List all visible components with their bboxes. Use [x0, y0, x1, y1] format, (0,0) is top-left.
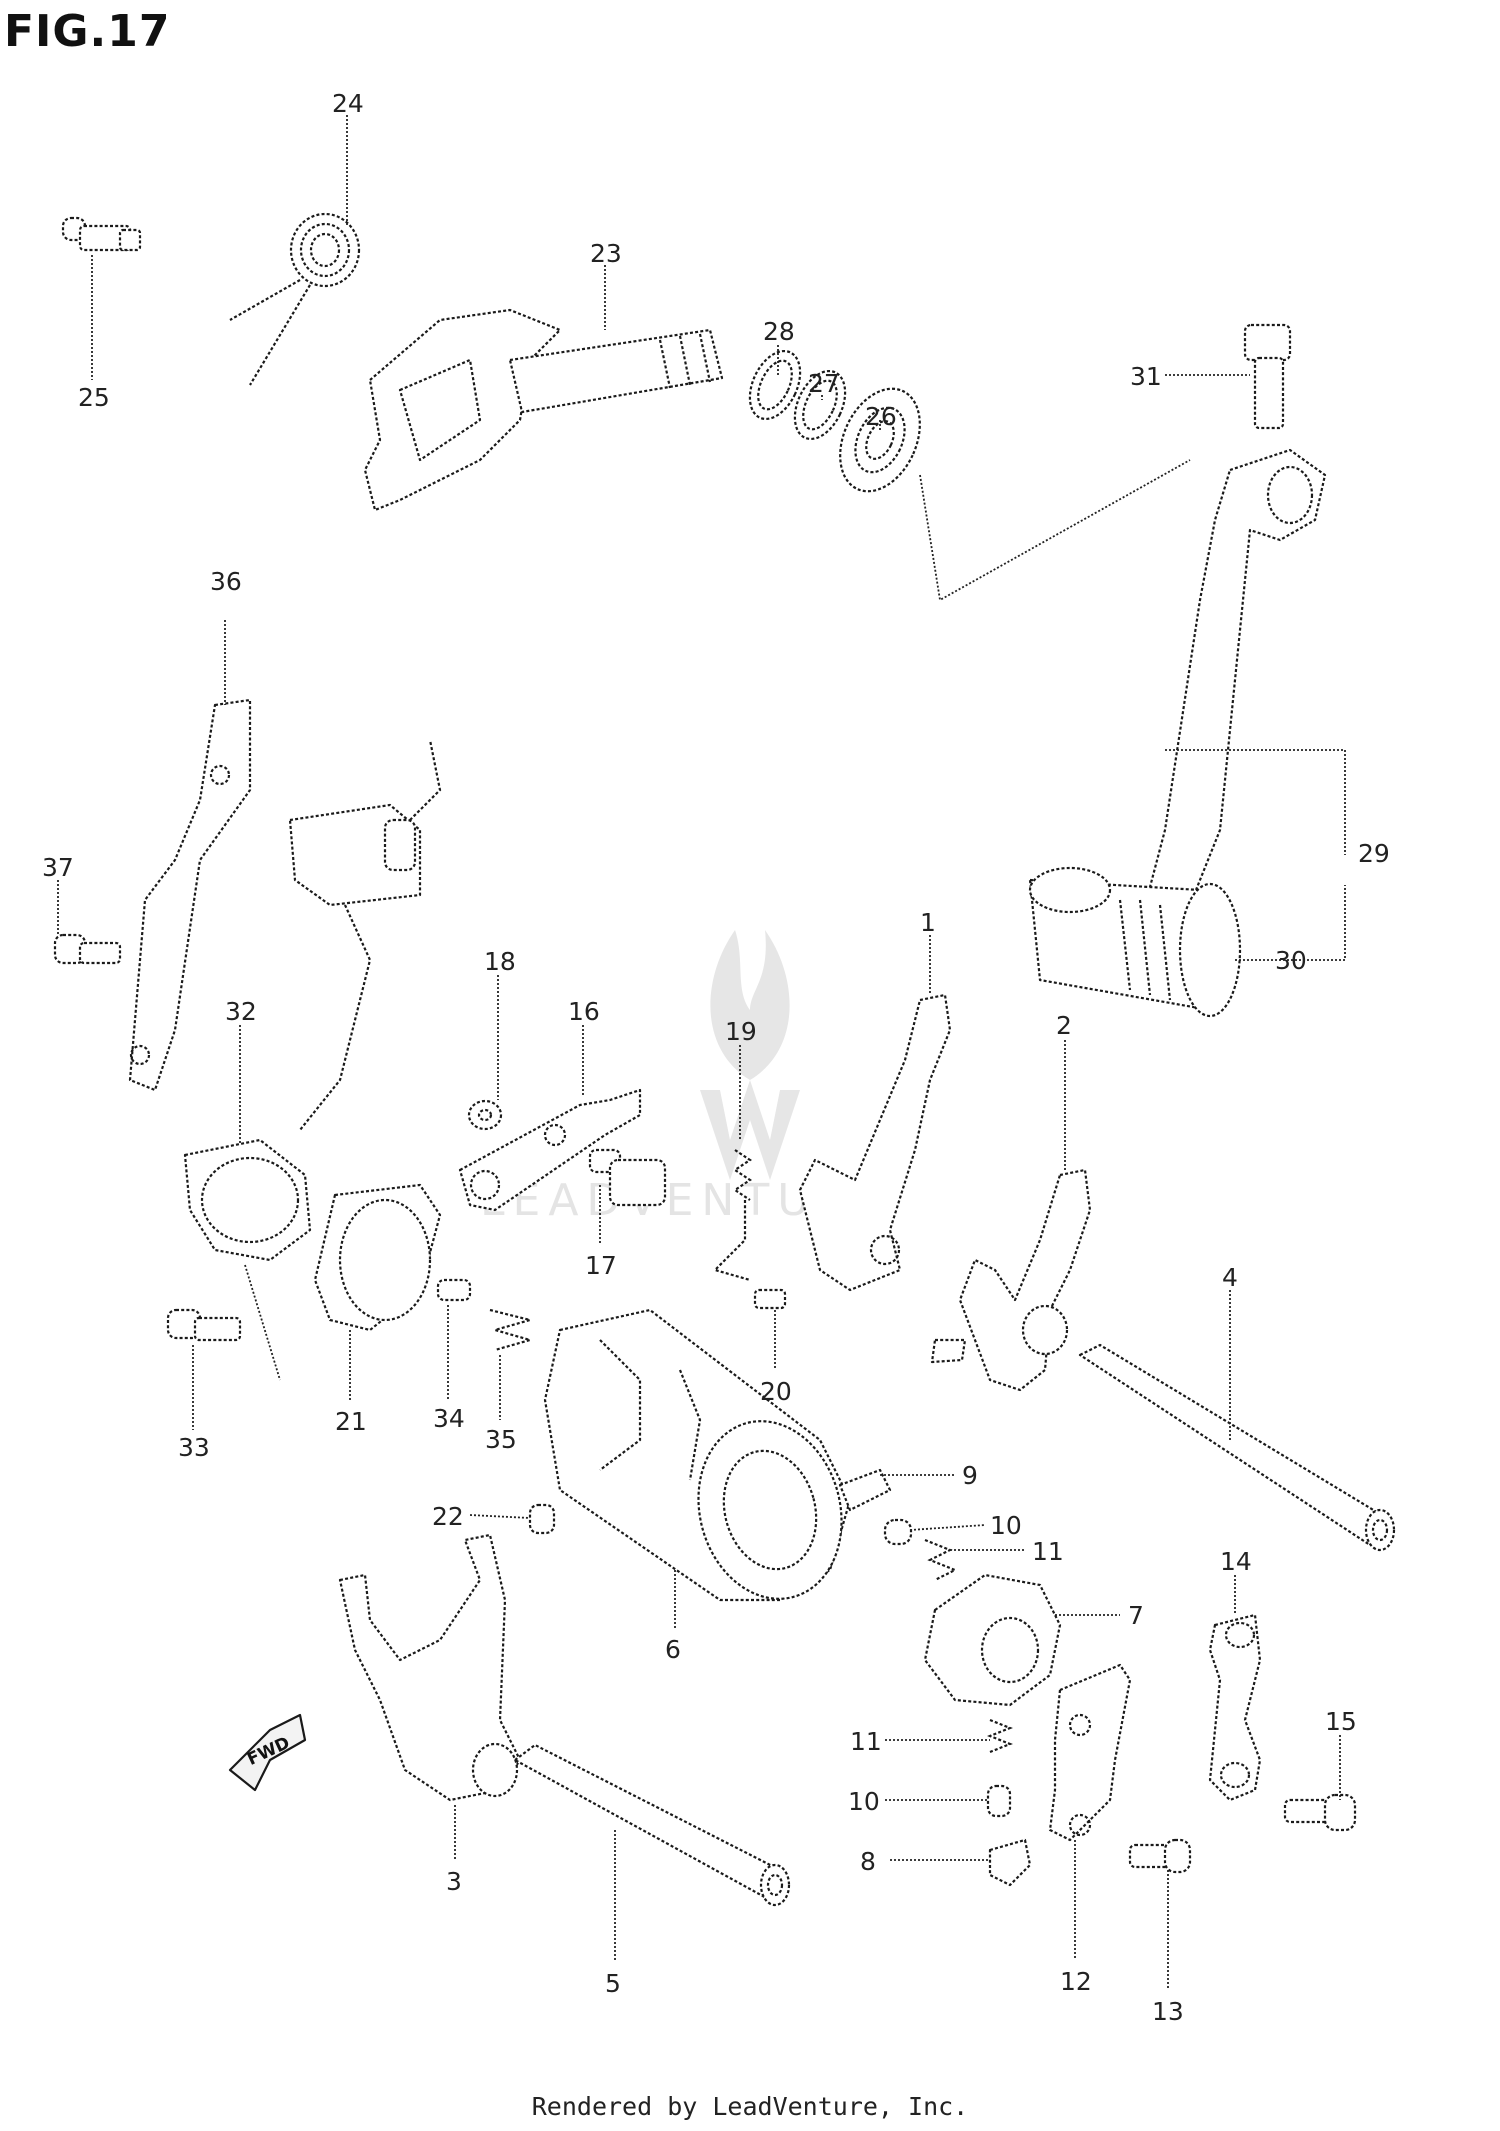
part-27-washer — [793, 369, 847, 441]
callout-32: 32 — [225, 997, 257, 1026]
callout-37: 37 — [42, 853, 74, 882]
callout-10: 10 — [990, 1511, 1022, 1540]
part-30-lever-rubber — [1028, 866, 1242, 1018]
part-10-pin-upper — [883, 1518, 913, 1546]
callout-9: 9 — [962, 1461, 978, 1490]
part-19-spring — [712, 1149, 752, 1282]
part-3-shift-fork — [338, 1533, 522, 1802]
callout-4: 4 — [1222, 1263, 1238, 1292]
part-4-fork-shaft — [1078, 1343, 1396, 1552]
part-34-pin — [436, 1278, 472, 1302]
callout-20: 20 — [760, 1377, 792, 1406]
part-14-pawl-lifter — [1208, 1613, 1262, 1802]
callout-14: 14 — [1220, 1547, 1252, 1576]
part-5-fork-shaft — [513, 1743, 791, 1907]
part-18-washer — [467, 1099, 503, 1131]
part-8-pawl — [988, 1838, 1032, 1887]
callout-28: 28 — [763, 317, 795, 346]
part-32-gear-position-switch — [183, 739, 442, 1262]
figure-title: FIG.17 — [4, 6, 171, 57]
callout-33: 33 — [178, 1433, 210, 1462]
callout-11-lower: 11 — [850, 1727, 882, 1756]
part-13-screw — [1128, 1838, 1192, 1874]
callout-16: 16 — [568, 997, 600, 1026]
part-20-pin — [753, 1288, 787, 1310]
part-15-screw — [1283, 1793, 1357, 1832]
part-29-gearshift-lever — [1138, 448, 1327, 932]
part-1-shift-fork — [798, 993, 952, 1292]
part-21-cam-stopper — [313, 1183, 442, 1332]
part-26-oil-seal — [839, 387, 921, 493]
part-35-spring — [489, 1308, 535, 1352]
callout-31: 31 — [1130, 362, 1162, 391]
callout-26: 26 — [865, 402, 897, 431]
callout-30: 30 — [1275, 946, 1307, 975]
callout-5: 5 — [605, 1969, 621, 1998]
callout-27: 27 — [808, 369, 840, 398]
callout-35: 35 — [485, 1425, 517, 1454]
part-11-spring-lower — [987, 1718, 1013, 1754]
part-6-gearshift-cam — [543, 1308, 852, 1602]
callout-13: 13 — [1152, 1997, 1184, 2026]
callout-7: 7 — [1128, 1601, 1144, 1630]
callout-17: 17 — [585, 1251, 617, 1280]
callout-labels: 1 2 3 4 5 6 7 8 9 10 11 12 13 14 15 16 1… — [42, 89, 1390, 2026]
callout-22: 22 — [432, 1502, 464, 1531]
part-22-pin — [528, 1503, 556, 1535]
part-33-bolt — [166, 1308, 242, 1342]
part-37-bolt — [53, 933, 122, 965]
fwd-arrow-icon: FWD — [228, 1713, 307, 1792]
part-25-bolt — [61, 216, 142, 252]
callout-36: 36 — [210, 567, 242, 596]
callout-3: 3 — [446, 1867, 462, 1896]
part-16-stopper-arm — [458, 1088, 642, 1212]
part-23-gearshift-shaft — [363, 308, 724, 512]
callout-1: 1 — [920, 908, 936, 937]
part-7-cam-driven-gear — [923, 1573, 1062, 1707]
callout-19: 19 — [725, 1017, 757, 1046]
callout-25: 25 — [78, 383, 110, 412]
part-31-bolt — [1243, 323, 1292, 430]
part-2-shift-fork — [930, 1168, 1092, 1392]
part-12-cam-plate — [1048, 1663, 1132, 1842]
watermark-logo: LEADVENTURE — [480, 930, 884, 1226]
part-28-circlip — [748, 349, 802, 421]
callout-2: 2 — [1056, 1011, 1072, 1040]
footer-credit: Rendered by LeadVenture, Inc. — [531, 2092, 969, 2121]
part-36-plate — [128, 698, 252, 1092]
part-9-dowel — [838, 1468, 892, 1512]
callout-18: 18 — [484, 947, 516, 976]
leader-lines — [57, 115, 1346, 1990]
callout-10-lower: 10 — [848, 1787, 880, 1816]
callout-24: 24 — [332, 89, 364, 118]
callout-6: 6 — [665, 1635, 681, 1664]
part-10-pin-lower — [986, 1784, 1012, 1818]
callout-15: 15 — [1325, 1707, 1357, 1736]
part-17-bolt — [588, 1148, 667, 1207]
part-24-spring — [229, 212, 361, 386]
part-11-spring-upper — [924, 1538, 958, 1581]
callout-21: 21 — [335, 1407, 367, 1436]
callout-23: 23 — [590, 239, 622, 268]
callout-12: 12 — [1060, 1967, 1092, 1996]
callout-8: 8 — [860, 1847, 876, 1876]
callout-29: 29 — [1358, 839, 1390, 868]
callout-11: 11 — [1032, 1537, 1064, 1566]
callout-34: 34 — [433, 1404, 465, 1433]
